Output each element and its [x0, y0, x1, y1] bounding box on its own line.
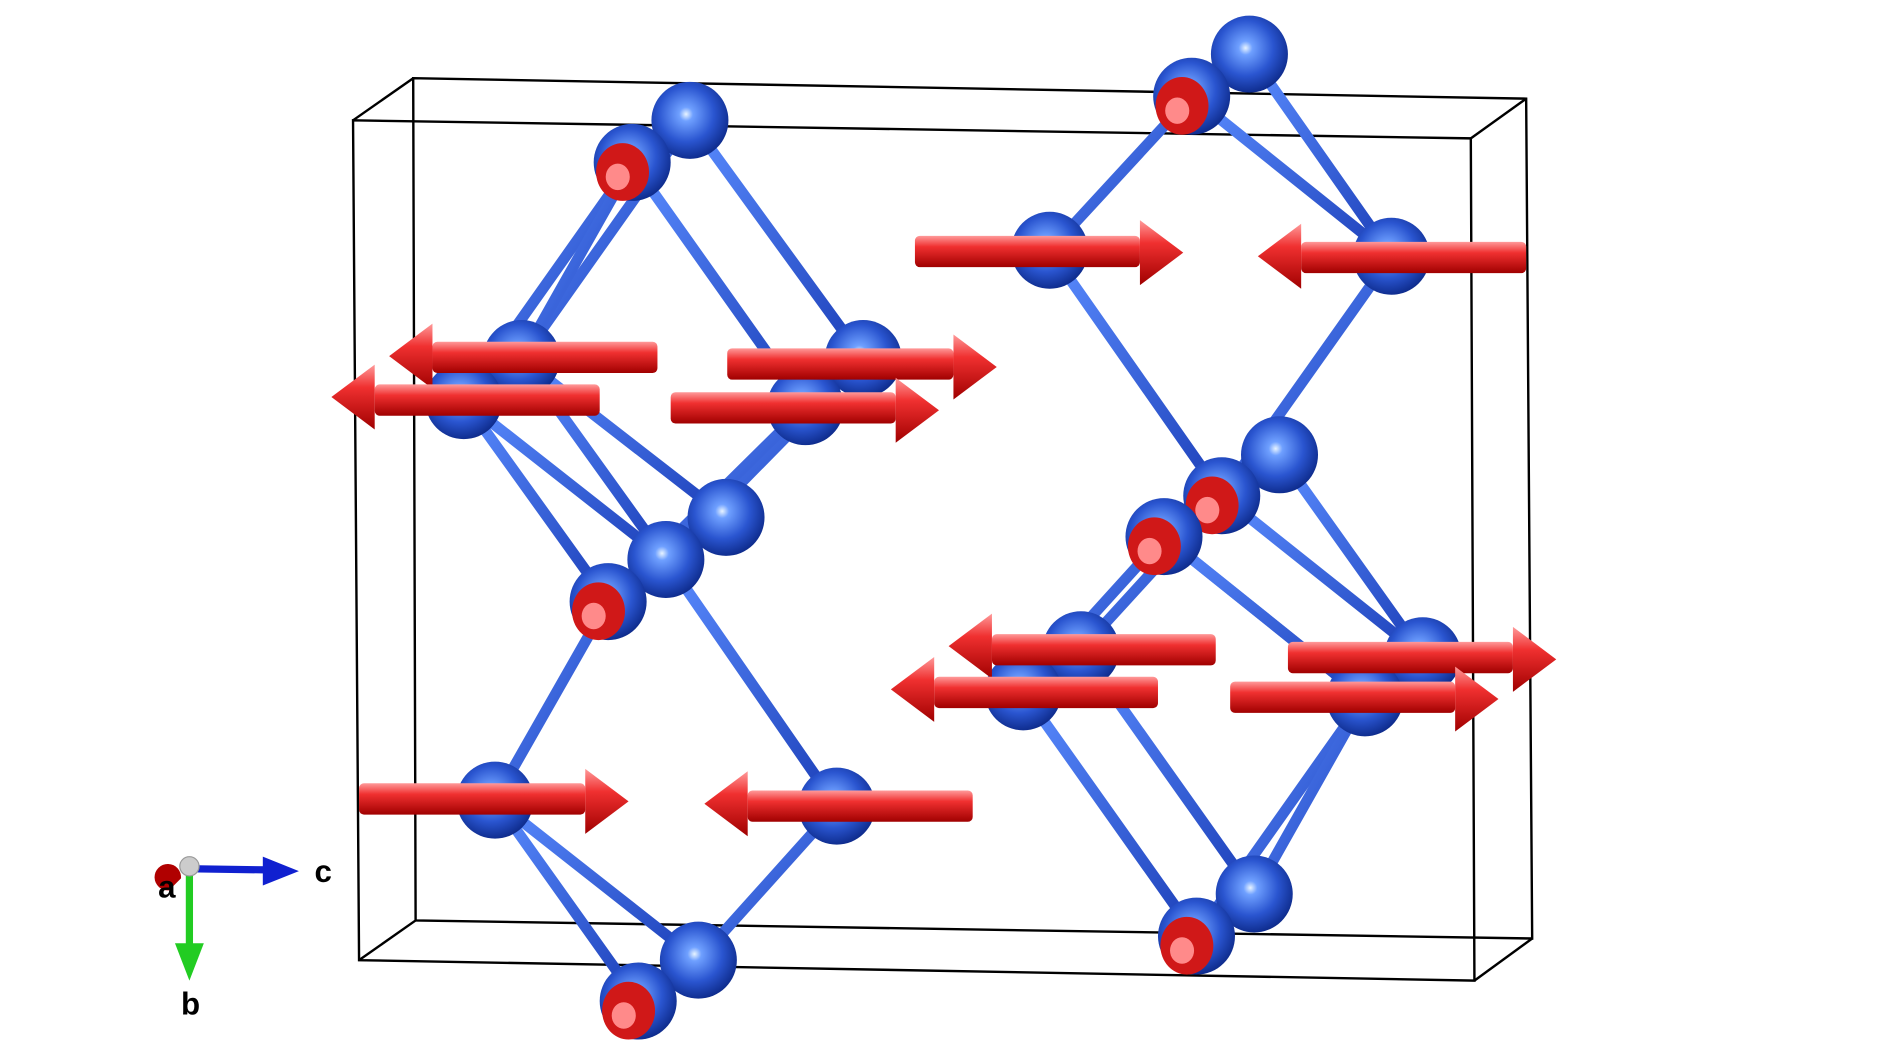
spin-arrow-shaft — [1230, 681, 1456, 713]
spin-arrow — [389, 323, 658, 389]
magnetic-atom — [1210, 15, 1288, 93]
spin-arrow-highlight — [581, 602, 606, 630]
bond — [458, 395, 672, 565]
spin-arrow-highlight — [1195, 496, 1220, 524]
cell-edge — [1470, 97, 1527, 140]
bonds — [458, 48, 1429, 1007]
spin-arrow-shaft — [1301, 241, 1527, 274]
axis-a-head — [154, 863, 182, 891]
axis-label-a: a — [158, 870, 176, 905]
bond — [1274, 449, 1429, 662]
magnetic-atom — [687, 478, 765, 556]
spin-arrow-head — [895, 377, 939, 443]
spin-arrow-head — [953, 334, 997, 400]
spin-arrow-shaft — [374, 384, 600, 416]
magnetic-atom — [1241, 416, 1319, 494]
spin-arrow — [727, 334, 997, 400]
bond — [1017, 686, 1202, 942]
spin-arrow-head — [1257, 223, 1302, 289]
spin-arrow-head — [890, 656, 935, 722]
bond — [1216, 490, 1429, 662]
spin-arrow-shaft — [747, 790, 973, 822]
bond — [489, 794, 704, 966]
magnetic-atom — [651, 81, 729, 159]
magnetic-atom — [627, 520, 705, 598]
spin-arrow-highlight — [1170, 937, 1195, 964]
bond — [1044, 244, 1228, 502]
spin-arrow — [331, 364, 600, 430]
axis-label-c: c — [315, 854, 332, 889]
spin-arrow — [359, 768, 629, 834]
spin-arrow — [704, 771, 973, 837]
spin-arrow-head — [948, 613, 992, 679]
axis-origin — [179, 856, 200, 877]
bond — [1186, 90, 1397, 262]
magnetic-atom — [1215, 855, 1293, 933]
spin-arrow-highlight — [1137, 537, 1162, 565]
spin-arrow-head — [1139, 220, 1184, 286]
spin-arrow-head — [331, 364, 375, 430]
bond — [1244, 48, 1397, 262]
spin-arrow-shaft — [934, 676, 1158, 709]
spin-arrow-shaft — [991, 634, 1216, 666]
spin-arrow — [948, 613, 1216, 679]
spin-arrow-shaft — [670, 392, 896, 424]
spin-arrow — [670, 377, 939, 443]
spin-arrow-shaft — [727, 348, 954, 380]
spin-arrow-highlight — [1165, 97, 1190, 124]
bond — [458, 395, 614, 608]
bond — [660, 554, 843, 812]
axis-label-b: b — [181, 986, 200, 1021]
spin-arrow-shaft — [914, 235, 1140, 268]
spin-arrow-head — [585, 768, 629, 834]
cell-edge — [1473, 937, 1533, 982]
spin-arrow-head — [704, 771, 748, 837]
spin-arrow-head — [1512, 626, 1557, 692]
spin-arrow — [1287, 626, 1557, 692]
cell-edge — [352, 77, 414, 122]
cell-edge — [358, 919, 417, 962]
bond — [489, 794, 644, 1007]
axis-c-shaft — [190, 865, 268, 874]
spin-arrow-shaft — [359, 783, 586, 815]
spin-arrow — [890, 656, 1158, 722]
axis-indicator: a b c — [154, 854, 332, 1021]
spin-arrow — [914, 220, 1184, 286]
spin-arrow-shaft — [1287, 641, 1513, 674]
spin-arrow — [1230, 666, 1499, 732]
spin-arrow-head — [1455, 666, 1499, 732]
atoms — [425, 15, 1462, 1040]
bond — [684, 114, 869, 364]
axis-c-head — [262, 856, 299, 886]
spin-arrow — [1257, 223, 1527, 289]
spin-arrow-head — [389, 323, 433, 389]
spin-arrow-shaft — [432, 341, 658, 373]
bond — [1158, 531, 1371, 704]
spin-arrow-highlight — [605, 163, 630, 191]
axis-b-head — [174, 943, 204, 981]
magnetic-atom — [659, 921, 737, 999]
spin-arrow-highlight — [611, 1002, 636, 1029]
spin-arrows — [331, 220, 1557, 837]
